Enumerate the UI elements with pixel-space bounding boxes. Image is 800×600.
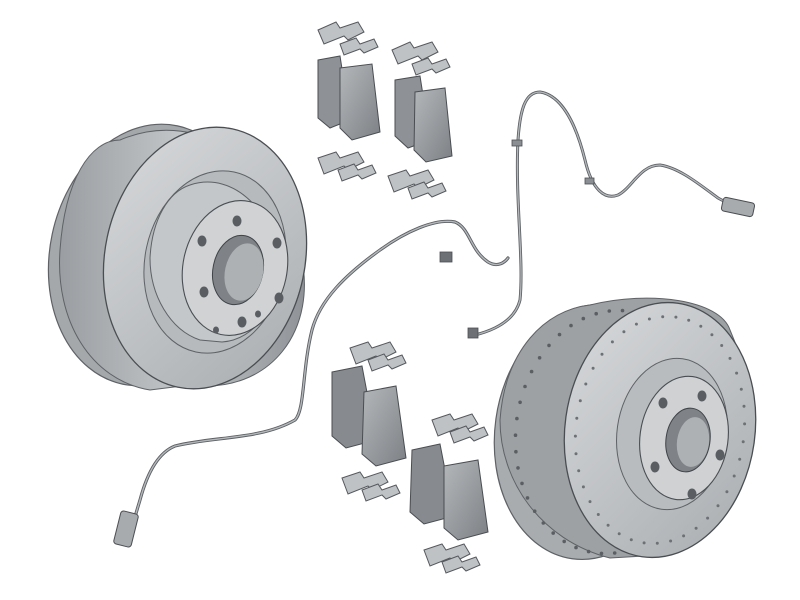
vent-hole xyxy=(610,340,614,344)
vent-hole xyxy=(574,545,578,550)
vent-hole xyxy=(732,474,736,478)
vent-hole xyxy=(520,481,524,486)
vent-hole xyxy=(617,532,621,536)
vent-hole xyxy=(739,387,743,391)
vent-hole xyxy=(581,316,586,321)
vent-hole xyxy=(741,440,745,444)
vent-hole xyxy=(525,496,530,500)
vent-hole xyxy=(606,523,610,527)
vent-hole xyxy=(562,539,566,544)
vent-hole xyxy=(728,356,732,360)
vent-hole xyxy=(600,352,604,356)
vent-hole xyxy=(735,371,739,375)
vent-hole xyxy=(577,469,581,473)
vent-hole xyxy=(574,452,578,456)
rear-pad-set-upper xyxy=(317,21,453,200)
vent-hole xyxy=(620,308,625,313)
vent-hole xyxy=(599,551,604,556)
vent-hole xyxy=(515,416,519,421)
vent-hole xyxy=(642,541,646,545)
vent-hole xyxy=(725,490,729,494)
vent-hole xyxy=(523,384,527,389)
vent-hole xyxy=(655,541,659,545)
vent-hole xyxy=(743,422,747,426)
vent-hole xyxy=(629,538,633,542)
vent-hole xyxy=(581,485,585,489)
vent-hole xyxy=(596,513,600,516)
vent-hole xyxy=(551,531,555,535)
wear-sensor-long xyxy=(113,219,510,548)
vent-hole xyxy=(612,551,617,555)
vent-hole xyxy=(699,324,703,328)
vent-hole xyxy=(716,504,720,508)
front-brake-disc-vented xyxy=(493,297,757,561)
front-pad-set-lower xyxy=(331,341,489,574)
vent-hole xyxy=(516,466,520,470)
vent-hole xyxy=(622,330,626,334)
vent-hole xyxy=(578,399,582,403)
vent-hole xyxy=(541,521,546,525)
vent-hole xyxy=(661,315,665,319)
vent-hole xyxy=(710,333,714,337)
vent-hole xyxy=(569,323,573,328)
vent-hole xyxy=(742,404,746,408)
vent-hole xyxy=(647,317,651,321)
vent-hole xyxy=(518,400,522,405)
vent-hole xyxy=(607,309,612,313)
vent-hole xyxy=(720,344,724,347)
vent-hole xyxy=(547,343,551,348)
vent-hole xyxy=(738,457,742,461)
vent-hole xyxy=(591,366,595,370)
vent-hole xyxy=(557,332,562,337)
wear-sensor-short xyxy=(467,90,756,339)
vent-hole xyxy=(694,526,698,530)
vent-hole xyxy=(594,311,598,316)
vent-hole xyxy=(573,434,577,438)
vent-hole xyxy=(669,539,673,543)
vent-hole xyxy=(674,315,678,319)
vent-hole xyxy=(706,516,710,520)
vent-hole xyxy=(634,322,638,326)
vent-hole xyxy=(588,500,592,504)
vent-hole xyxy=(586,549,591,554)
vent-hole xyxy=(529,369,534,374)
vent-hole xyxy=(514,449,518,454)
vent-hole xyxy=(584,382,588,386)
vent-hole xyxy=(682,534,686,538)
vent-hole xyxy=(575,416,579,420)
vent-hole xyxy=(687,318,691,322)
rear-brake-disc xyxy=(47,123,308,391)
vent-hole xyxy=(513,433,518,438)
vent-hole xyxy=(532,509,537,513)
vent-hole xyxy=(537,356,542,360)
